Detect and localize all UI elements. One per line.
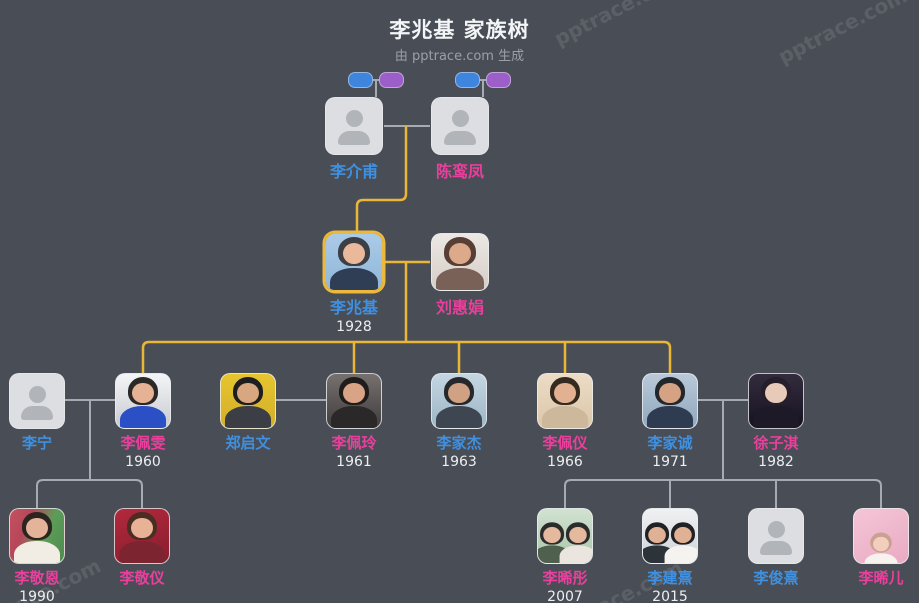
- person-name: 刘惠娟: [435, 298, 484, 317]
- person-card-li-xi-tong: 李晞彤 2007: [523, 508, 607, 603]
- person-photo[interactable]: [537, 508, 593, 564]
- person-birth-year: 2015: [652, 589, 688, 603]
- person-card-li-jing-yi: 李敬仪: [100, 508, 184, 589]
- person-photo[interactable]: [326, 373, 382, 429]
- person-photo[interactable]: [114, 508, 170, 564]
- generator-credit: 由 pptrace.com 生成: [394, 49, 525, 64]
- person-name: 李晞彤: [542, 569, 588, 587]
- person-card-li-jia-jie: 李家杰 1963: [417, 373, 501, 470]
- person-card-liu-hui-juan: 刘惠娟: [418, 233, 502, 319]
- person-birth-year: 1966: [547, 454, 583, 470]
- person-card-xu-zi-qi: 徐子淇 1982: [734, 373, 818, 470]
- person-photo[interactable]: [748, 508, 804, 564]
- person-photo[interactable]: [325, 97, 383, 155]
- person-birth-year: 1928: [336, 319, 372, 335]
- person-name: 李佩雯: [120, 434, 166, 452]
- person-card-chen-luan-feng: 陈鸾凤: [418, 97, 502, 183]
- person-card-li-zhao-ji: 李兆基 1928: [312, 233, 396, 335]
- person-card-li-ning: 李宁: [0, 373, 79, 454]
- person-name: 李介甫: [329, 162, 378, 181]
- person-name: 李佩仪: [542, 434, 588, 452]
- collapsed-mother-pill[interactable]: [486, 72, 511, 88]
- person-name: 李建熹: [647, 569, 693, 587]
- person-name: 李俊熹: [753, 569, 799, 587]
- person-card-li-pei-yi: 李佩仪 1966: [523, 373, 607, 470]
- person-photo[interactable]: [431, 233, 489, 291]
- person-card-li-jia-cheng: 李家诚 1971: [628, 373, 712, 470]
- person-photo[interactable]: [220, 373, 276, 429]
- person-name: 徐子淇: [753, 434, 799, 452]
- person-photo[interactable]: [642, 373, 698, 429]
- person-card-li-pei-ling: 李佩玲 1961: [312, 373, 396, 470]
- person-name: 郑启文: [225, 434, 271, 452]
- person-name: 李佩玲: [331, 434, 377, 452]
- person-card-li-pei-wen: 李佩雯 1960: [101, 373, 185, 470]
- person-birth-year: 1982: [758, 454, 794, 470]
- person-name: 李晞儿: [858, 569, 904, 587]
- person-name: 李宁: [21, 434, 52, 452]
- person-name: 陈鸾凤: [435, 162, 484, 181]
- collapsed-mother-pill[interactable]: [379, 72, 404, 88]
- person-card-li-jing-en: 李敬恩 1990: [0, 508, 79, 603]
- person-photo[interactable]: [115, 373, 171, 429]
- page-title: 李兆基 家族树: [389, 18, 530, 42]
- person-photo[interactable]: [431, 373, 487, 429]
- person-card-zheng-qi-wen: 郑启文: [206, 373, 290, 454]
- person-birth-year: 2007: [547, 589, 583, 603]
- person-photo[interactable]: [537, 373, 593, 429]
- person-photo[interactable]: [642, 508, 698, 564]
- person-birth-year: 1961: [336, 454, 372, 470]
- person-birth-year: 1960: [125, 454, 161, 470]
- person-photo[interactable]: [325, 233, 383, 291]
- person-name: 李兆基: [329, 298, 378, 317]
- person-card-li-jie-fu: 李介甫: [312, 97, 396, 183]
- collapsed-father-pill[interactable]: [455, 72, 480, 88]
- person-card-li-xi-er: 李晞儿: [839, 508, 919, 589]
- person-name: 李家诚: [647, 434, 693, 452]
- person-card-li-jun-xi: 李俊熹: [734, 508, 818, 589]
- person-birth-year: 1963: [441, 454, 477, 470]
- person-birth-year: 1990: [19, 589, 55, 603]
- person-photo[interactable]: [748, 373, 804, 429]
- person-photo[interactable]: [9, 373, 65, 429]
- person-name: 李敬恩: [14, 569, 60, 587]
- person-birth-year: 1971: [652, 454, 688, 470]
- collapsed-father-pill[interactable]: [348, 72, 373, 88]
- person-photo[interactable]: [853, 508, 909, 564]
- person-photo[interactable]: [431, 97, 489, 155]
- person-name: 李家杰: [436, 434, 482, 452]
- person-name: 李敬仪: [119, 569, 165, 587]
- person-photo[interactable]: [9, 508, 65, 564]
- person-card-li-jian-xi: 李建熹 2015: [628, 508, 712, 603]
